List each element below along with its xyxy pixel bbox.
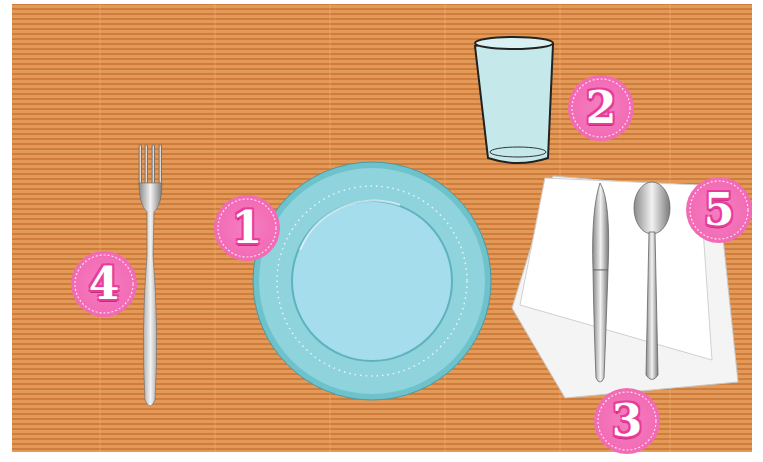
callout-number: 2 [571,78,631,138]
spoon [634,182,670,380]
plate [253,162,491,400]
callout-number: 1 [217,198,277,258]
glass [475,37,553,163]
callout-number: 4 [74,254,134,314]
callout-badges [71,75,752,454]
knife [593,183,609,382]
placemat [12,4,752,452]
fork [139,145,162,406]
callout-number: 5 [689,180,749,240]
callout-number: 3 [597,391,657,451]
